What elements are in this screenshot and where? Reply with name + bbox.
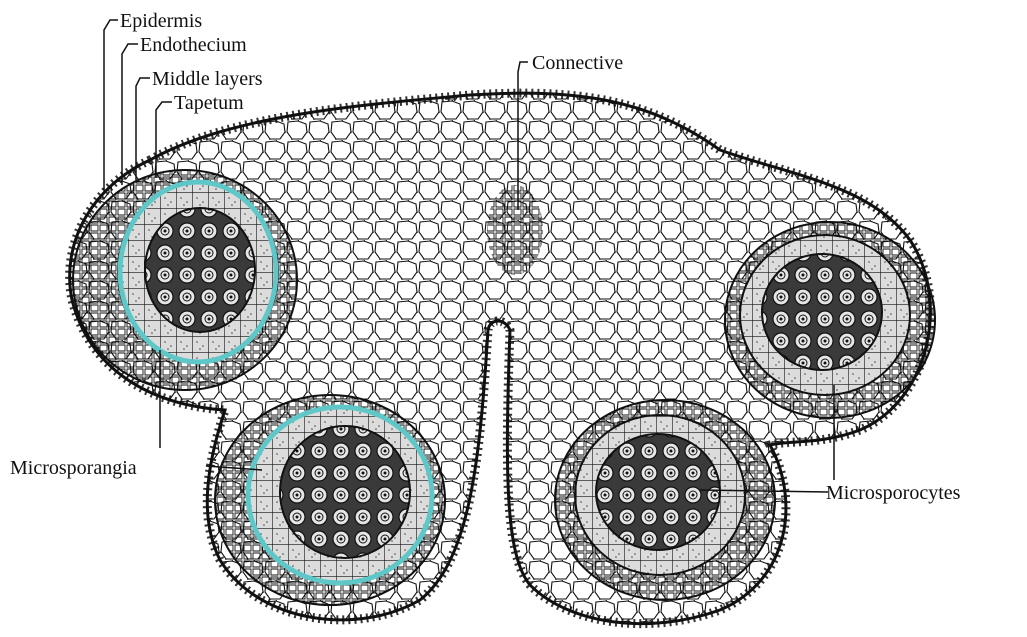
pollen-sac-lower-right: [555, 400, 775, 600]
leader-epidermis: [104, 20, 118, 190]
label-microsporocytes: Microsporocytes: [826, 482, 961, 504]
pollen-sac-right: [725, 222, 935, 418]
label-microsporangia: Microsporangia: [10, 457, 137, 479]
label-middle-layers: Middle layers: [152, 68, 263, 90]
label-connective: Connective: [532, 52, 623, 74]
label-epidermis: Epidermis: [120, 10, 202, 32]
connective-vascular-bundle: [487, 185, 543, 275]
label-tapetum: Tapetum: [174, 92, 244, 114]
label-endothecium: Endothecium: [140, 34, 247, 56]
pollen-sac-lower-left: [215, 395, 445, 605]
pollen-sac-upper-left: [73, 170, 297, 390]
